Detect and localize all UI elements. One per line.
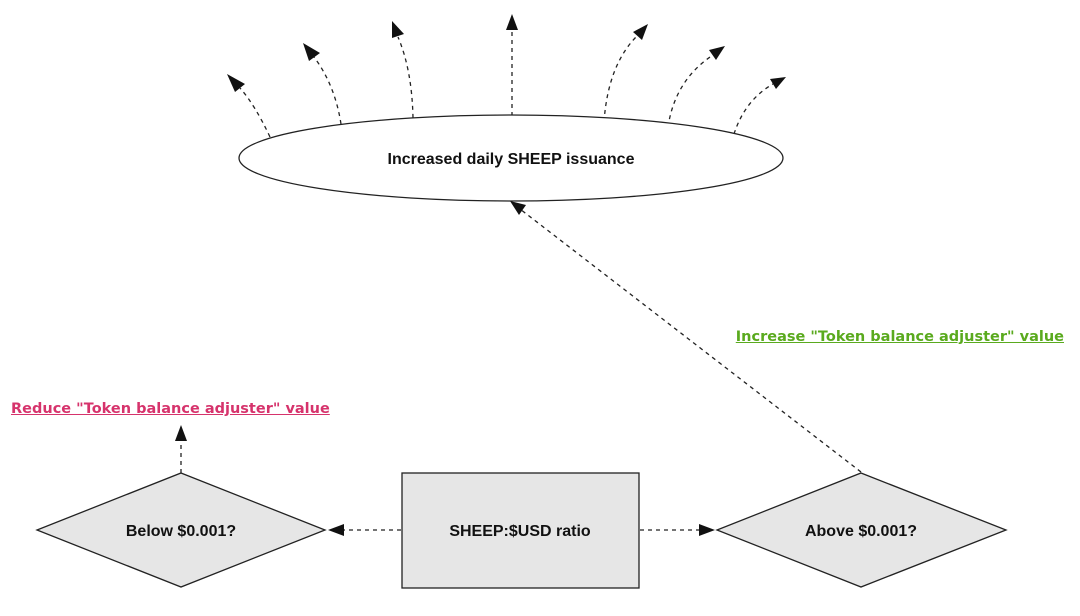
arrowhead (699, 524, 715, 536)
radiating-arrow (397, 36, 414, 119)
issuance-label: Increased daily SHEEP issuance (388, 151, 635, 168)
below-label: Below $0.001? (126, 523, 236, 540)
ratio-label: SHEEP:$USD ratio (449, 523, 591, 540)
ratio-box (401, 472, 640, 589)
radiating-arrow (603, 35, 638, 123)
arrowhead (633, 24, 648, 40)
radiating-arrows (227, 14, 786, 138)
radiating-arrow (313, 56, 342, 125)
arrowhead (328, 524, 344, 536)
arrowhead (175, 425, 187, 441)
above-label: Above $0.001? (805, 523, 917, 540)
arrowhead (303, 43, 320, 61)
radiating-arrow (239, 87, 271, 138)
arrowhead (392, 21, 404, 38)
reduce-adjuster-link[interactable]: Reduce "Token balance adjuster" value (11, 401, 330, 417)
arrowhead (506, 14, 518, 30)
below-diamond (35, 472, 327, 588)
issuance-ellipse (238, 114, 784, 202)
above-diamond (715, 472, 1008, 588)
radiating-arrow (733, 83, 774, 135)
increase-adjuster-link[interactable]: Increase "Token balance adjuster" value (735, 329, 1064, 345)
arrowhead (709, 46, 725, 60)
arrowhead (227, 74, 245, 92)
radiating-arrow (667, 54, 714, 128)
arrowhead (770, 77, 786, 89)
arrowhead (510, 201, 526, 215)
